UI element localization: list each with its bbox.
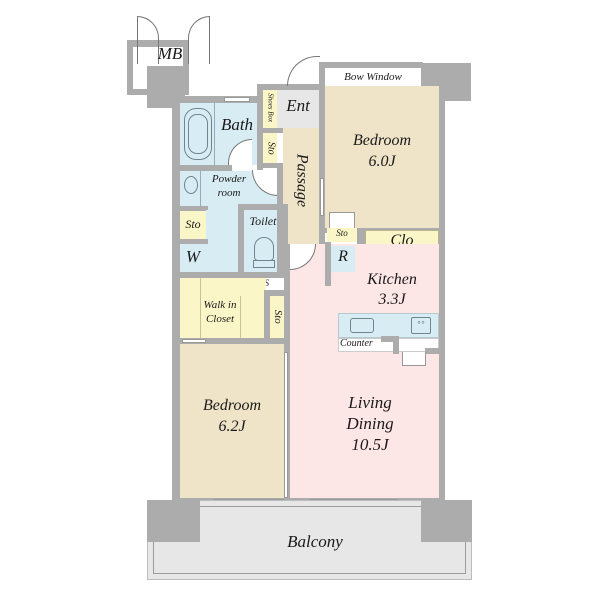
- bath-bottom-wall: [172, 165, 232, 171]
- washer-label: W: [185, 247, 201, 266]
- pantry-doors: [402, 352, 426, 366]
- passage-bottom-wall: [283, 244, 291, 250]
- bedroom-2-label: Bedroom: [202, 397, 262, 414]
- passage-right-wall: [319, 62, 325, 244]
- sto-bedroom1-doors: [329, 212, 355, 228]
- powder-room-label-2: room: [217, 187, 241, 199]
- passage-label: Passage: [293, 153, 311, 208]
- passage: [283, 128, 319, 244]
- kitchen-label: Kitchen: [367, 271, 417, 288]
- wic-divider: [200, 278, 201, 338]
- toilet-bowl-icon: [254, 237, 274, 261]
- bath-top-wall: [172, 96, 264, 103]
- storage-ld-label: Sto: [271, 309, 284, 324]
- powder-room-label-1: Powder: [211, 173, 247, 185]
- balcony-label: Balcony: [287, 532, 343, 551]
- refrigerator-label: R: [338, 248, 348, 265]
- bath-divider: [214, 103, 215, 165]
- bedroom-1-label: Bedroom: [352, 132, 412, 149]
- balcony-pillar-right: [421, 500, 472, 542]
- toilet-label: Toilet: [249, 214, 277, 228]
- powder-sto-wall: [172, 206, 208, 211]
- sto-bath-wall: [257, 128, 283, 133]
- living-dining-size: 10.5J: [351, 435, 389, 454]
- storage-bath-label: Sto: [265, 141, 277, 155]
- sto-w-wall: [172, 239, 208, 244]
- balcony-pillar-left: [147, 500, 200, 542]
- sink-icon: [184, 176, 198, 194]
- storage-bedroom1-label: Sto: [336, 228, 348, 238]
- walk-in-closet-label-2: Closet: [205, 313, 235, 325]
- bedroom2-ld-partition: [284, 352, 288, 498]
- bedroom-2: [180, 344, 284, 500]
- outer-wall-right-upper: [439, 100, 445, 260]
- kitchen-sink-icon: [350, 318, 374, 333]
- mb-label: MB: [157, 44, 183, 63]
- bathtub-inner-icon: [188, 114, 208, 154]
- storage-powder-label: Sto: [185, 217, 201, 231]
- stove-icon: °°: [411, 317, 431, 334]
- living-dining-label-1: Living: [348, 393, 392, 412]
- outer-wall-left: [172, 96, 180, 508]
- shoes-box: [263, 90, 277, 128]
- storage-ld: [270, 296, 284, 338]
- shoes-box-label: Shoes Box: [266, 93, 275, 123]
- refrigerator: [331, 246, 355, 272]
- entrance-top-wall: [257, 84, 325, 90]
- sto-clo-wall: [357, 228, 365, 250]
- bedroom-2-size: 6.2J: [218, 418, 246, 435]
- counter-pillar-2: [393, 336, 399, 354]
- storage-bath: [263, 133, 277, 163]
- living-dining: [290, 244, 439, 500]
- counter-label: Counter: [340, 338, 373, 349]
- bath-label: Bath: [220, 115, 254, 134]
- entrance-door-icon: [287, 56, 320, 86]
- entrance: [277, 90, 319, 128]
- toilet-tank-icon: [253, 260, 275, 268]
- kitchen-size: 3.3J: [378, 291, 406, 308]
- powder-divider: [200, 171, 201, 210]
- bedroom-1: [325, 86, 439, 228]
- walk-in-closet: [180, 278, 266, 338]
- living-dining-label-2: Dining: [346, 414, 394, 433]
- counter-pillar: [381, 336, 399, 342]
- passage-left-wall: [277, 168, 283, 278]
- refrigerator-wall-left: [325, 242, 331, 286]
- bath-right-wall: [257, 84, 263, 171]
- washer-space: [180, 244, 206, 272]
- sto-bath-bottom-wall: [257, 163, 283, 168]
- bow-window: [325, 68, 421, 86]
- passage-window: [320, 178, 324, 216]
- mb-door-right-icon: [188, 16, 210, 64]
- bathtub-icon: [184, 108, 212, 160]
- bow-window-label: Bow Window: [344, 71, 402, 83]
- storage-bedroom1: [327, 228, 357, 242]
- storage-powder: [180, 211, 206, 239]
- entrance-label: Ent: [286, 96, 310, 115]
- wic-divider-2: [240, 296, 241, 338]
- powder-lower: [206, 210, 238, 272]
- balcony: [147, 500, 472, 580]
- bedroom1-top-wall: [319, 62, 423, 68]
- wic-bottom-wall: [172, 338, 290, 344]
- wic-window: [182, 339, 206, 343]
- bedroom-1-size: 6.0J: [368, 153, 396, 170]
- walk-in-closet-label-1: Walk in: [203, 299, 237, 311]
- wic-top-wall: [172, 272, 288, 278]
- wic-right-wall: [264, 290, 270, 344]
- bath-window: [224, 97, 250, 102]
- outer-wall-right-lower: [439, 254, 445, 500]
- counter-right-wall: [425, 348, 439, 354]
